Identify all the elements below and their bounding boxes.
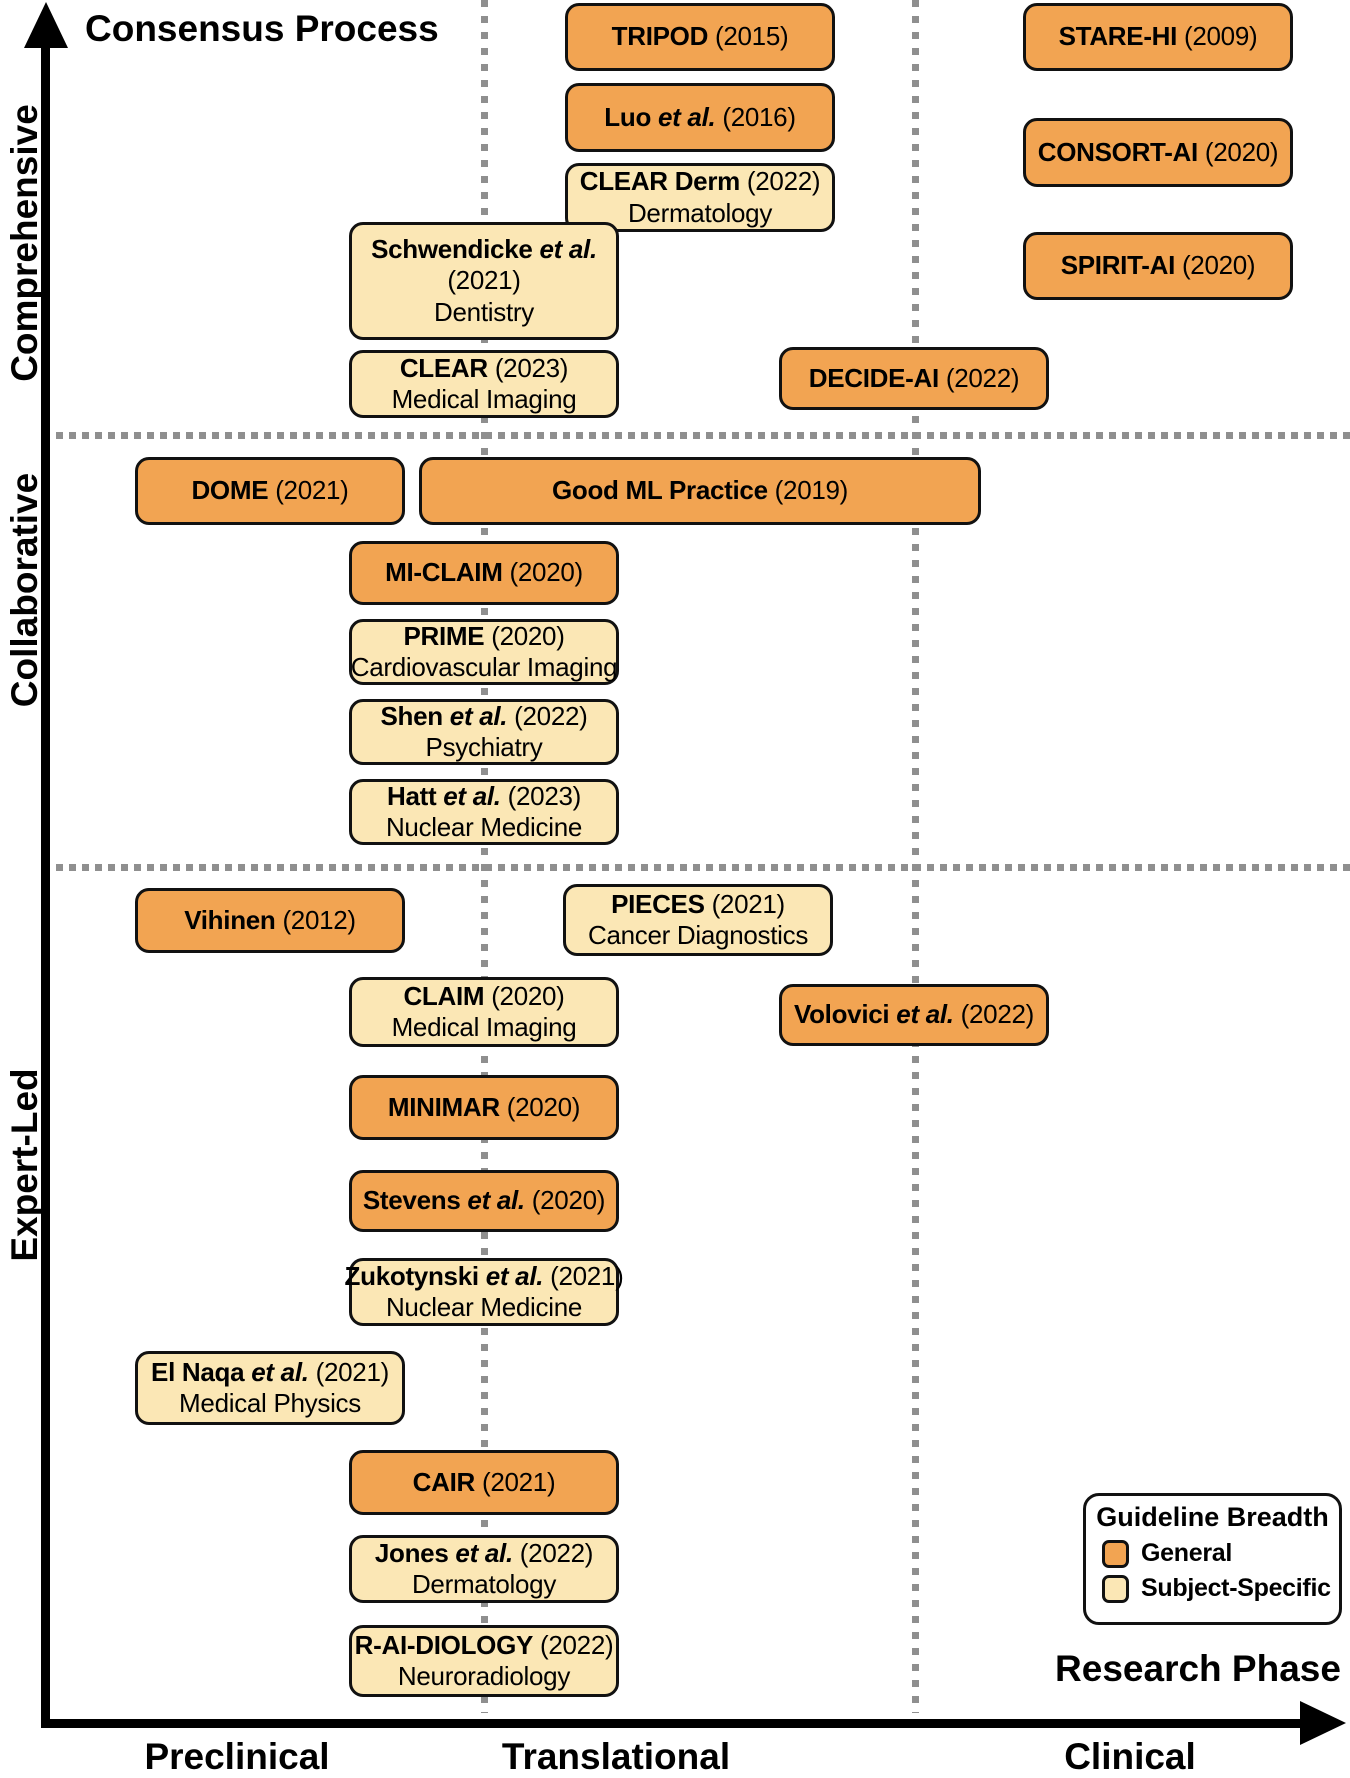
x-label-preclinical: Preclinical bbox=[144, 1736, 330, 1777]
y-axis-arrow-icon bbox=[24, 2, 68, 48]
node-vihinen: Vihinen (2012) bbox=[135, 888, 405, 953]
node-volovici: Volovici et al. (2022) bbox=[779, 984, 1049, 1046]
node-spirit-ai: SPIRIT-AI (2020) bbox=[1023, 232, 1293, 300]
legend-item-subject: Subject-Specific bbox=[1102, 1574, 1339, 1603]
node-minimar: MINIMAR (2020) bbox=[349, 1075, 619, 1140]
legend-label-subject: Subject-Specific bbox=[1141, 1574, 1331, 1602]
y-label-expert-led: Expert-Led bbox=[4, 1068, 45, 1262]
node-prime: PRIME (2020)Cardiovascular Imaging bbox=[349, 619, 619, 685]
node-el-naqa: El Naqa et al. (2021)Medical Physics bbox=[135, 1351, 405, 1425]
legend-item-general: General bbox=[1102, 1539, 1339, 1568]
x-axis-title: Research Phase bbox=[1055, 1648, 1341, 1689]
node-luo: Luo et al. (2016) bbox=[565, 83, 835, 152]
node-jones: Jones et al. (2022)Dermatology bbox=[349, 1535, 619, 1603]
node-decide-ai: DECIDE-AI (2022) bbox=[779, 347, 1049, 410]
vertical-dotted-line-1 bbox=[481, 0, 488, 1713]
x-axis-line bbox=[41, 1719, 1305, 1728]
node-pieces: PIECES (2021)Cancer Diagnostics bbox=[563, 884, 833, 956]
x-label-clinical: Clinical bbox=[1064, 1736, 1196, 1777]
node-consort-ai: CONSORT-AI (2020) bbox=[1023, 118, 1293, 187]
y-axis-line bbox=[41, 34, 50, 1728]
horizontal-dotted-line-1 bbox=[56, 432, 1350, 439]
x-label-translational: Translational bbox=[501, 1736, 731, 1777]
node-hatt: Hatt et al. (2023)Nuclear Medicine bbox=[349, 779, 619, 845]
legend-title: Guideline Breadth bbox=[1096, 1502, 1329, 1532]
legend-label-general: General bbox=[1141, 1539, 1233, 1567]
y-label-comprehensive: Comprehensive bbox=[4, 104, 45, 382]
vertical-dotted-line-2 bbox=[912, 0, 919, 1713]
node-dome: DOME (2021) bbox=[135, 457, 405, 525]
node-cair: CAIR (2021) bbox=[349, 1450, 619, 1515]
node-shen: Shen et al. (2022)Psychiatry bbox=[349, 699, 619, 765]
node-clear: CLEAR (2023)Medical Imaging bbox=[349, 350, 619, 418]
node-r-ai-diology: R-AI-DIOLOGY (2022)Neuroradiology bbox=[349, 1625, 619, 1697]
horizontal-dotted-line-2 bbox=[56, 864, 1350, 871]
y-axis-title: Consensus Process bbox=[85, 8, 439, 49]
node-claim: CLAIM (2020)Medical Imaging bbox=[349, 977, 619, 1047]
node-zukotynski: Zukotynski et al. (2021)Nuclear Medicine bbox=[345, 1258, 624, 1326]
legend-swatch-general bbox=[1102, 1539, 1129, 1568]
node-good-ml: Good ML Practice (2019) bbox=[419, 457, 981, 525]
node-clear-derm: CLEAR Derm (2022)Dermatology bbox=[565, 163, 835, 232]
node-stare-hi: STARE-HI (2009) bbox=[1023, 3, 1293, 71]
y-label-collaborative: Collaborative bbox=[4, 472, 45, 708]
x-axis-arrow-icon bbox=[1300, 1701, 1346, 1745]
node-tripod: TRIPOD (2015) bbox=[565, 3, 835, 71]
node-mi-claim: MI-CLAIM (2020) bbox=[349, 541, 619, 605]
node-schwendicke: Schwendicke et al.(2021)Dentistry bbox=[349, 222, 619, 340]
legend-swatch-subject bbox=[1102, 1574, 1129, 1603]
node-stevens: Stevens et al. (2020) bbox=[349, 1170, 619, 1232]
